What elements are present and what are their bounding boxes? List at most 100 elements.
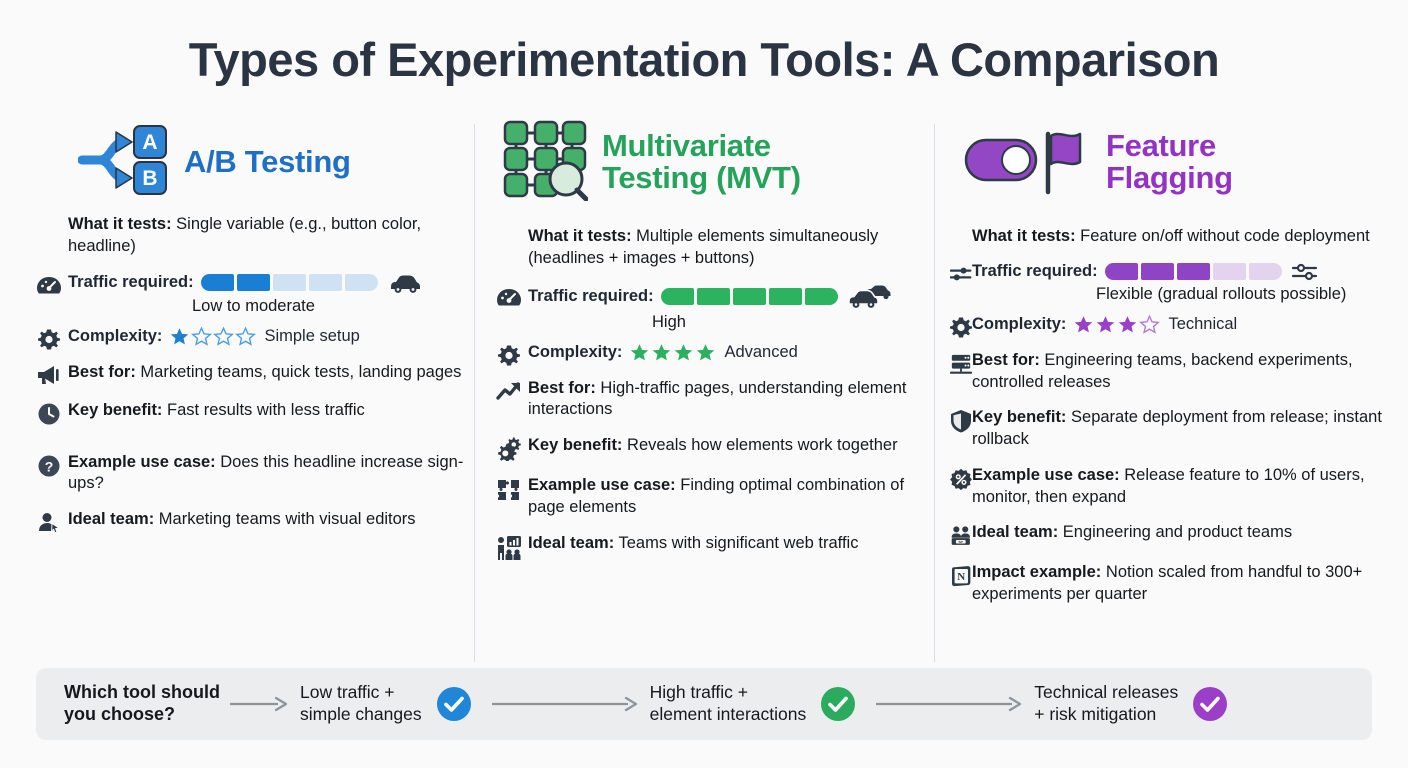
decision-step-3-line1: Technical releases [1034,682,1179,703]
flow-arrow-3 [874,696,1024,712]
column-header-ab: A B A/B Testing [30,118,474,206]
traffic-caption-ab: Low to moderate [192,296,315,315]
question-circle-icon: ? [30,452,68,478]
megaphone-icon [30,362,68,386]
row-label: Ideal team: [68,510,155,529]
decision-question-line2: you choose? [64,704,176,724]
check-icon-ff [1192,686,1228,722]
column-multivariate-testing: Multivariate Testing (MVT) What it tests… [490,118,930,663]
row-what-it-tests-ab: What it tests: Single variable (e.g., bu… [30,214,474,258]
column-rows-mvt: What it tests: Multiple elements simulta… [490,226,930,561]
row-value: Finding optimal combination of page elem… [528,476,905,516]
gear-icon [490,342,528,366]
row-what-it-tests-mvt: What it tests: Multiple elements simulta… [490,226,930,270]
decision-question-line1: Which tool should [64,682,220,703]
column-header-mvt: Multivariate Testing (MVT) [490,118,930,206]
svg-text:B: B [142,167,157,190]
decision-step-1: Low traffic + simple changes [300,682,422,726]
puzzle-icon [490,475,528,503]
complexity-note-mvt: Advanced [724,342,798,361]
decision-step-2-line1: High traffic + [649,682,749,703]
row-ideal-team-ff: Ideal team: Engineering and product team… [950,522,1388,548]
row-label: What it tests: [68,215,172,233]
row-value: Marketing teams with visual editors [154,510,416,529]
row-value: Marketing teams, quick tests, landing pa… [135,362,462,381]
row-label: What it tests: [528,227,632,245]
traffic-label-ff: Traffic required: [972,262,1098,281]
row-value: Notion scaled from handful to 300+ exper… [972,563,1363,604]
decision-question: Which tool should you choose? [64,682,224,726]
row-value: Fast results with less traffic [162,400,365,419]
complexity-label-mvt: Complexity: [528,342,623,361]
column-title-mvt: Multivariate Testing (MVT) [602,129,801,195]
complexity-note-ab: Simple setup [264,326,360,345]
row-label: Impact example: [972,563,1102,582]
traffic-bars-mvt [660,288,838,306]
complexity-label-ff: Complexity: [972,314,1067,333]
svg-text:A: A [142,131,157,154]
row-traffic-mvt: Traffic required: [490,284,930,332]
row-complexity-mvt: Complexity: Advanced [490,342,930,366]
svg-text:?: ? [45,458,54,474]
traffic-bars-ab [200,274,378,292]
column-ab-testing: A B A/B Testing What it tests: Single va… [30,118,474,663]
decision-step-2-line2: element interactions [649,704,807,724]
row-value: Separate deployment from release; instan… [972,408,1382,449]
check-icon-mvt [820,686,856,722]
ab-split-icon: A B [77,124,170,201]
notion-icon: N [950,562,972,588]
row-example-use-case-ab: ? Example use case: Does this headline i… [30,452,474,496]
complexity-note-ff: Technical [1168,314,1238,333]
gear-icon [950,314,972,338]
car-icon [388,272,422,294]
decision-step-2: High traffic + element interactions [650,682,807,726]
row-label: Key benefit: [528,436,623,455]
column-header-ff: Feature Flagging [950,118,1388,206]
comparison-columns: A B A/B Testing What it tests: Single va… [0,118,1408,663]
row-key-benefit-ab: Key benefit: Fast results with less traf… [30,400,474,426]
row-key-benefit-ff: Key benefit: Separate deployment from re… [950,407,1388,451]
row-label: Best for: [68,362,136,381]
row-what-it-tests-ff: What it tests: Feature on/off without co… [950,226,1388,248]
check-icon-ab [436,686,472,722]
row-key-benefit-mvt: Key benefit: Reveals how elements work t… [490,435,930,462]
row-label: Ideal team: [528,533,615,552]
row-value: Release feature to 10% of users, monitor… [972,465,1365,506]
row-value: Teams with significant web traffic [614,533,859,552]
row-ideal-team-ab: Ideal team: Marketing teams with visual … [30,509,474,535]
decision-step-1-line1: Low traffic + [300,682,395,703]
row-value: Single variable (e.g., button color, hea… [68,215,422,255]
row-label: What it tests: [972,227,1076,245]
toggle-flag-icon [964,122,1092,203]
column-rows-ab: What it tests: Single variable (e.g., bu… [30,214,474,535]
presentation-team-icon [490,533,528,561]
trending-up-icon [490,378,528,402]
row-best-for-mvt: Best for: High-traffic pages, understand… [490,378,930,422]
row-complexity-ab: Complexity: Simple setup [30,326,474,350]
row-value: Does this headline increase sign-ups? [68,452,464,493]
column-divider-1 [474,124,475,662]
gauge-icon [30,272,68,296]
column-title-ff-line1: Feature [1106,127,1216,163]
column-title-mvt-line2: Testing (MVT) [602,160,801,195]
row-value: Multiple elements simultaneously (headli… [528,227,879,267]
complexity-label-ab: Complexity: [68,326,163,345]
row-value: Engineering and product teams [1058,523,1293,542]
row-best-for-ab: Best for: Marketing teams, quick tests, … [30,362,474,386]
svg-text:N: N [957,571,965,583]
row-label: Best for: [528,378,596,397]
complexity-stars-mvt [629,342,716,363]
traffic-bars-ff [1104,263,1282,281]
gauge-icon [490,284,528,308]
sliders-end-icon [1291,262,1318,282]
complexity-stars-ab [169,326,257,347]
gear-icon [30,326,68,350]
user-cursor-icon [30,509,68,535]
sliders-icon [950,262,972,284]
traffic-caption-mvt: High [652,312,686,331]
traffic-caption-ff: Flexible (gradual rollouts possible) [1096,284,1347,303]
row-value: Reveals how elements work together [622,436,898,455]
page-title: Types of Experimentation Tools: A Compar… [188,33,1220,86]
grid-magnifier-icon [502,119,589,206]
